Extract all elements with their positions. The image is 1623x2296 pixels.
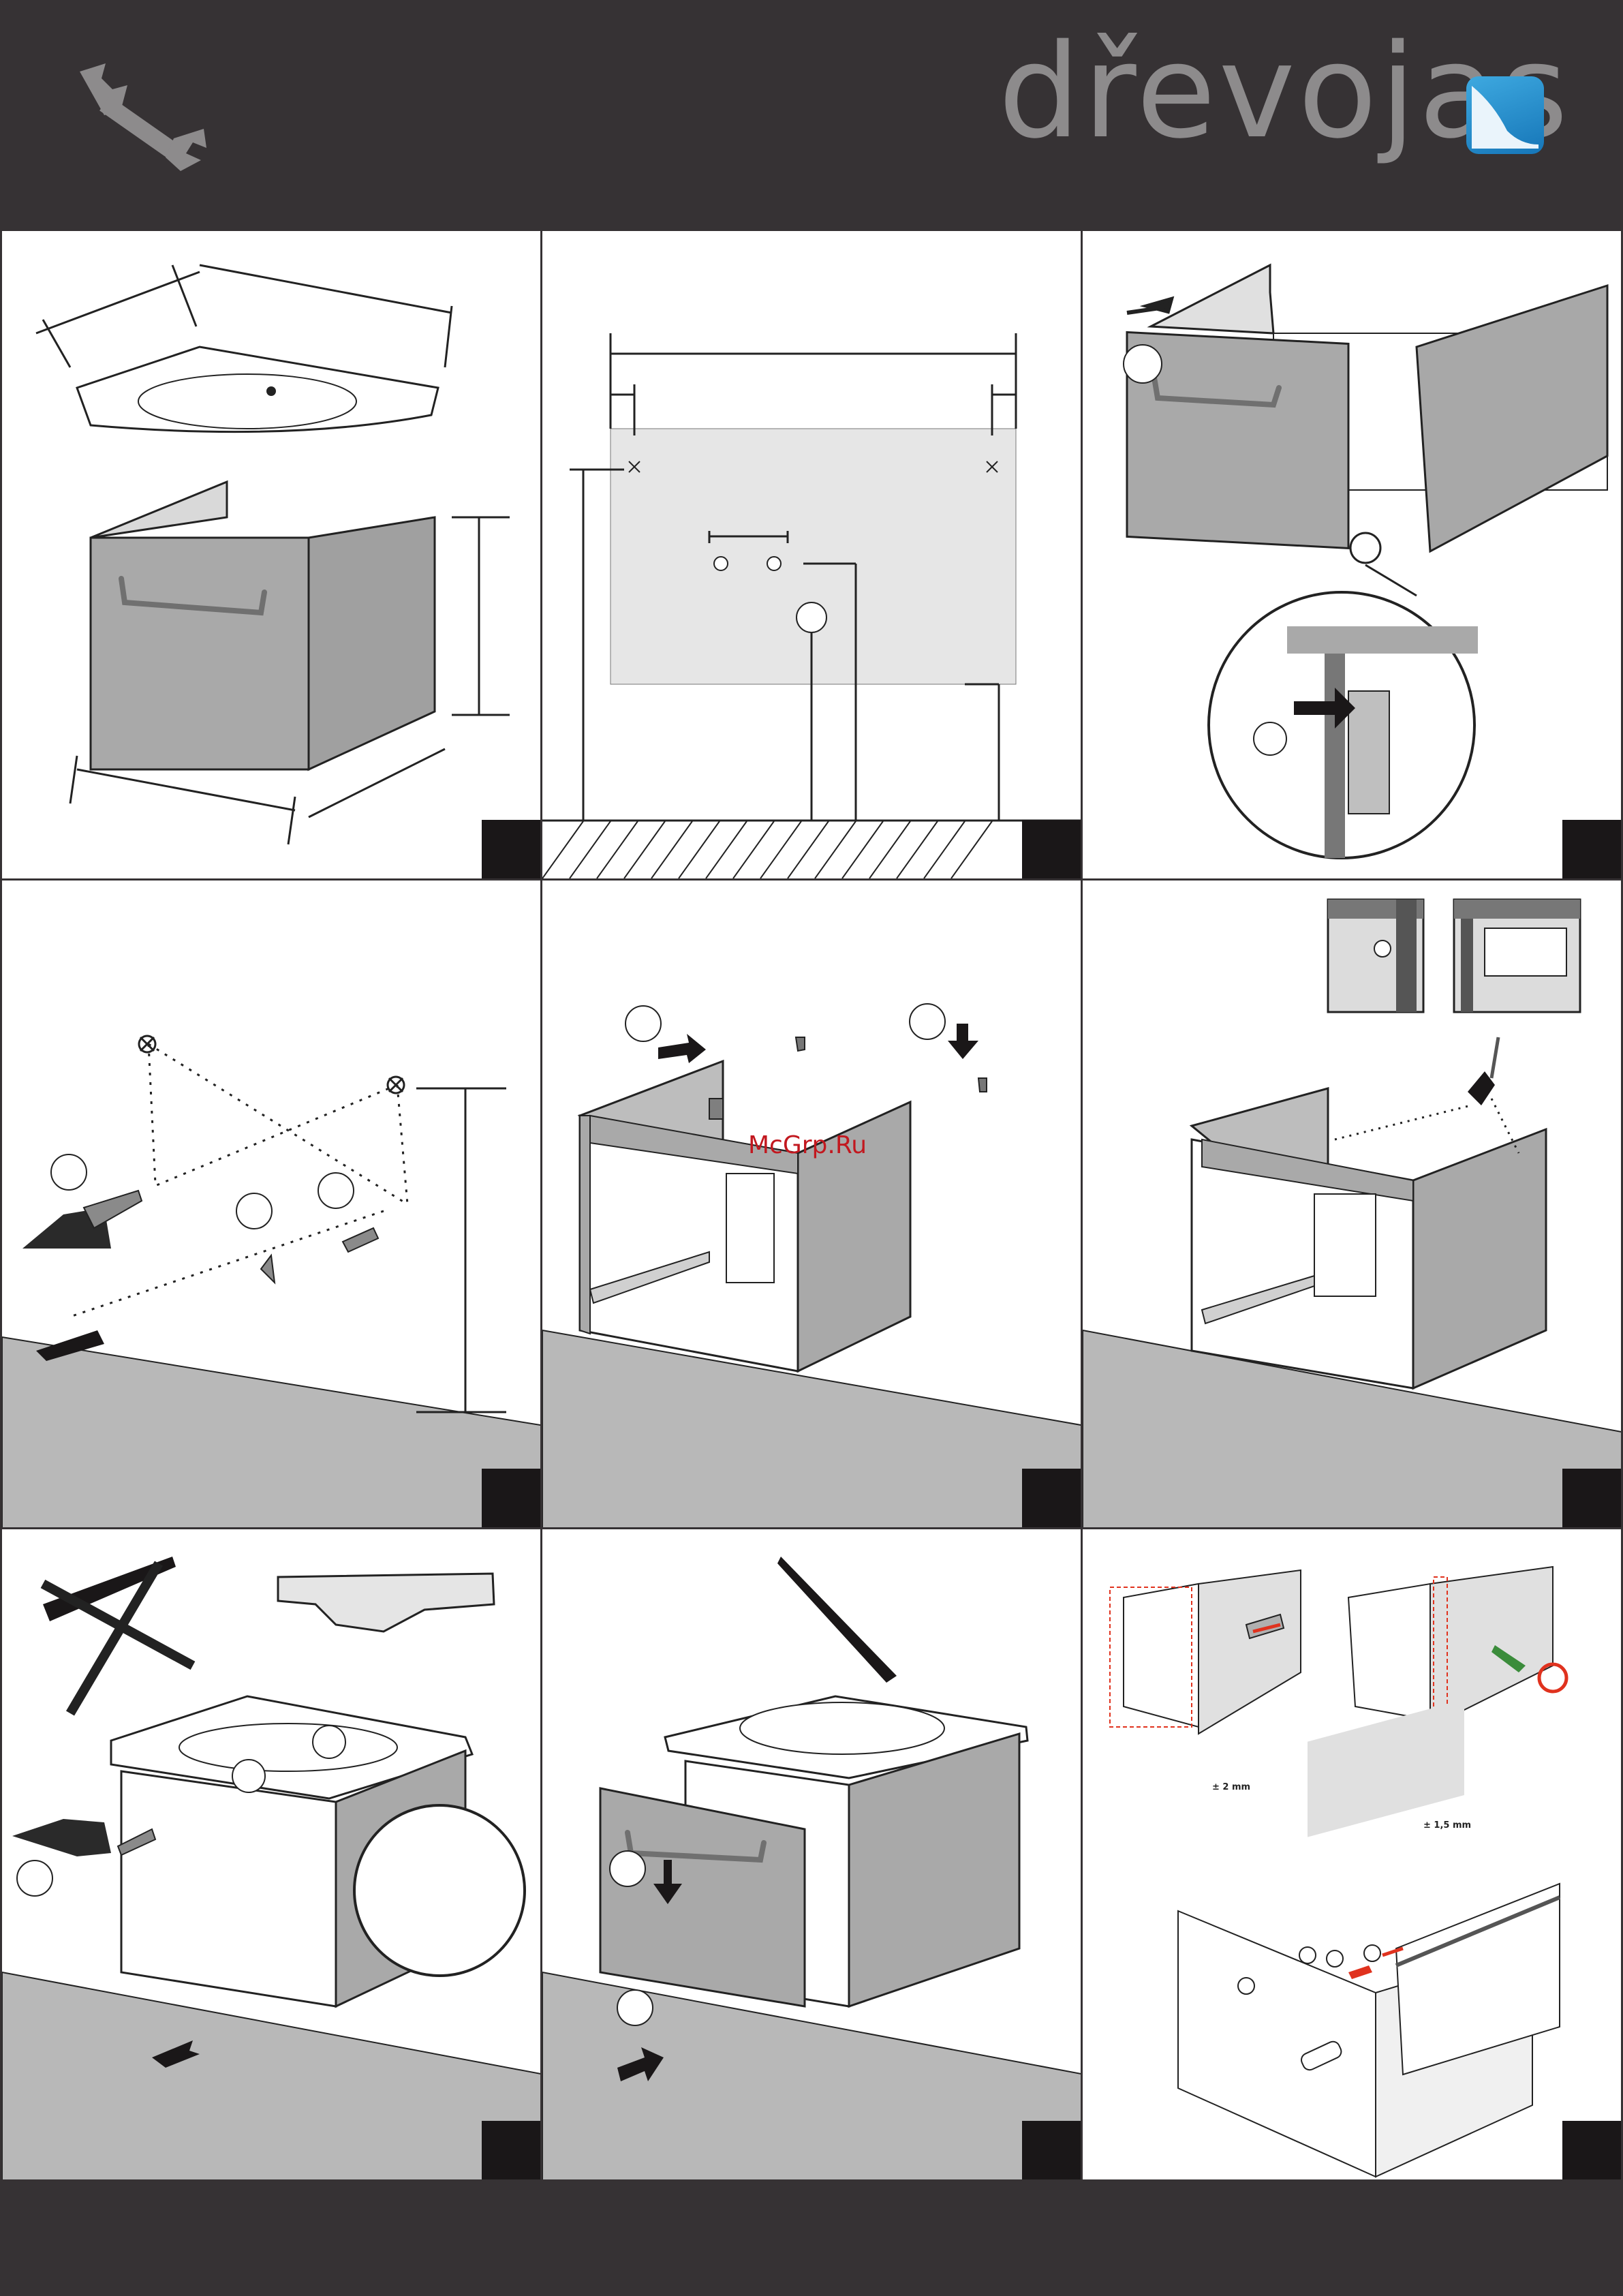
step-corner-marker xyxy=(482,820,540,878)
step-corner-marker xyxy=(1022,1469,1081,1527)
step-corner-marker xyxy=(1022,820,1081,878)
step-corner-marker xyxy=(482,1469,540,1527)
step-1-dimensions xyxy=(0,229,542,881)
step-corner-marker xyxy=(1022,2121,1081,2179)
watermark: McGrp.Ru xyxy=(748,1131,867,1159)
step-corner-marker xyxy=(1562,820,1621,878)
tolerance-1-5mm-label: ± 1,5 mm xyxy=(1423,1820,1471,1831)
brand-logo-icon xyxy=(1466,76,1544,154)
step-corner-marker xyxy=(1562,2121,1621,2179)
step-corner-marker xyxy=(1562,1469,1621,1527)
footer-band xyxy=(0,2179,1623,2296)
step-8-sealing-and-drawer xyxy=(540,1527,1083,2182)
header-band: dřevojas xyxy=(0,0,1623,229)
step-2-wall-layout xyxy=(540,229,1083,881)
step-corner-marker xyxy=(482,2121,540,2179)
step-4-wall-drilling xyxy=(0,878,542,1529)
wrench-icon xyxy=(72,58,215,174)
step-7-washbasin-fixing xyxy=(0,1527,542,2182)
step-6-hang-and-adjust xyxy=(1081,878,1623,1529)
tolerance-2mm-label: ± 2 mm xyxy=(1212,1782,1250,1792)
step-3-drawer-removal xyxy=(1081,229,1623,881)
step-5-hanging-brackets xyxy=(540,878,1083,1529)
step-9-drawer-front-adjustment: ± 2 mm ± 1,5 mm xyxy=(1081,1527,1623,2182)
